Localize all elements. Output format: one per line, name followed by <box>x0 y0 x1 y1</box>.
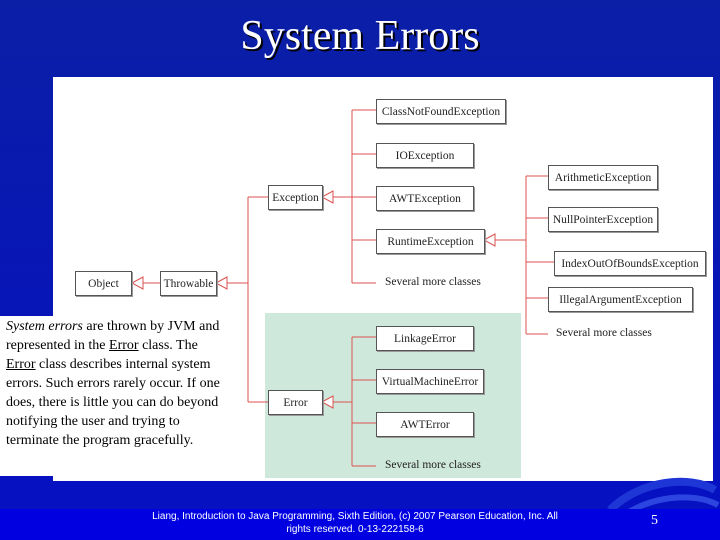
virtualmachineerror-box: VirtualMachineError <box>376 369 484 394</box>
note-text-2: class. The <box>138 338 198 353</box>
exception-more-label: Several more classes <box>385 276 481 288</box>
page-number: 5 <box>651 513 658 528</box>
slide-title: System Errors <box>240 13 480 59</box>
runtimeexception-box: RuntimeException <box>376 229 485 254</box>
ioexception-box: IOException <box>376 143 474 168</box>
note-italic: System errors <box>6 319 83 334</box>
error-box: Error <box>268 390 323 415</box>
awtexception-box: AWTException <box>376 186 474 211</box>
object-box: Object <box>75 271 132 296</box>
awterror-box: AWTError <box>376 412 474 437</box>
throwable-box: Throwable <box>160 271 217 296</box>
classnotfound-box: ClassNotFoundException <box>376 99 506 124</box>
footer-text: Liang, Introduction to Java Programming,… <box>152 511 558 535</box>
note-text-1: are thrown by JVM and represented in the <box>6 319 220 353</box>
note-link-error-2: Error <box>6 357 36 372</box>
nullpointer-box: NullPointerException <box>548 207 658 232</box>
note-link-error-1: Error <box>109 338 139 353</box>
arithmetic-box: ArithmeticException <box>548 165 658 190</box>
note-text-3: class describes internal system errors. … <box>6 357 220 448</box>
illegalargument-box: IllegalArgumentException <box>548 287 693 312</box>
exception-box: Exception <box>268 185 323 210</box>
description-note: System errors are thrown by JVM and repr… <box>0 316 236 476</box>
footer-bar <box>0 509 720 540</box>
indexoutofbounds-box: IndexOutOfBoundsException <box>554 251 706 276</box>
error-more-label: Several more classes <box>385 459 481 471</box>
runtime-more-label: Several more classes <box>556 327 652 339</box>
linkageerror-box: LinkageError <box>376 326 474 351</box>
